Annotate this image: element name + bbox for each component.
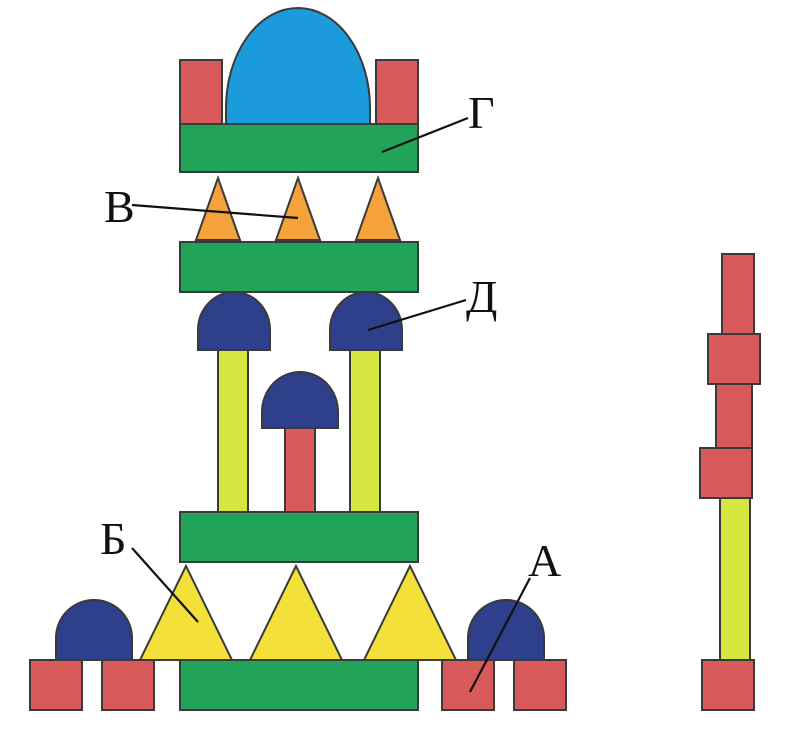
orange-triangle-right [356, 178, 400, 240]
bottom-green-slab [180, 660, 418, 710]
stack-red-wide-upper [708, 334, 760, 384]
stack-red-wide-lower [700, 448, 752, 498]
bottom-red-block-1 [30, 660, 82, 710]
red-center-post [285, 428, 315, 512]
label-v: В [104, 181, 135, 232]
orange-triangle-left [196, 178, 240, 240]
bottom-red-block-2 [102, 660, 154, 710]
stack-lime-column [720, 498, 750, 660]
top-right-red-block [376, 60, 418, 124]
stack-red-base [702, 660, 754, 710]
navy-half-dome-bottom-left [56, 600, 132, 660]
bottom-red-block-4 [514, 660, 566, 710]
label-b: Б [100, 513, 126, 564]
bottom-red-block-3-a [442, 660, 494, 710]
navy-half-dome-right [330, 292, 402, 350]
blue-dome [226, 8, 370, 124]
stack-red-middle [716, 384, 752, 448]
top-green-slab-g [180, 124, 418, 172]
navy-half-dome-center [262, 372, 338, 428]
lime-column-right [350, 350, 380, 512]
yellow-triangle-middle [250, 566, 342, 660]
label-g: Г [468, 87, 495, 138]
navy-half-dome-left [198, 292, 270, 350]
top-left-red-block [180, 60, 222, 124]
orange-triangle-middle [276, 178, 320, 240]
lime-column-left [218, 350, 248, 512]
label-d: Д [466, 271, 497, 322]
stack-red-top [722, 254, 754, 334]
yellow-triangle-right [364, 566, 456, 660]
navy-half-dome-bottom-right [468, 600, 544, 660]
third-green-slab [180, 512, 418, 562]
second-green-slab [180, 242, 418, 292]
label-a: А [528, 535, 561, 586]
yellow-triangle-left [140, 566, 232, 660]
